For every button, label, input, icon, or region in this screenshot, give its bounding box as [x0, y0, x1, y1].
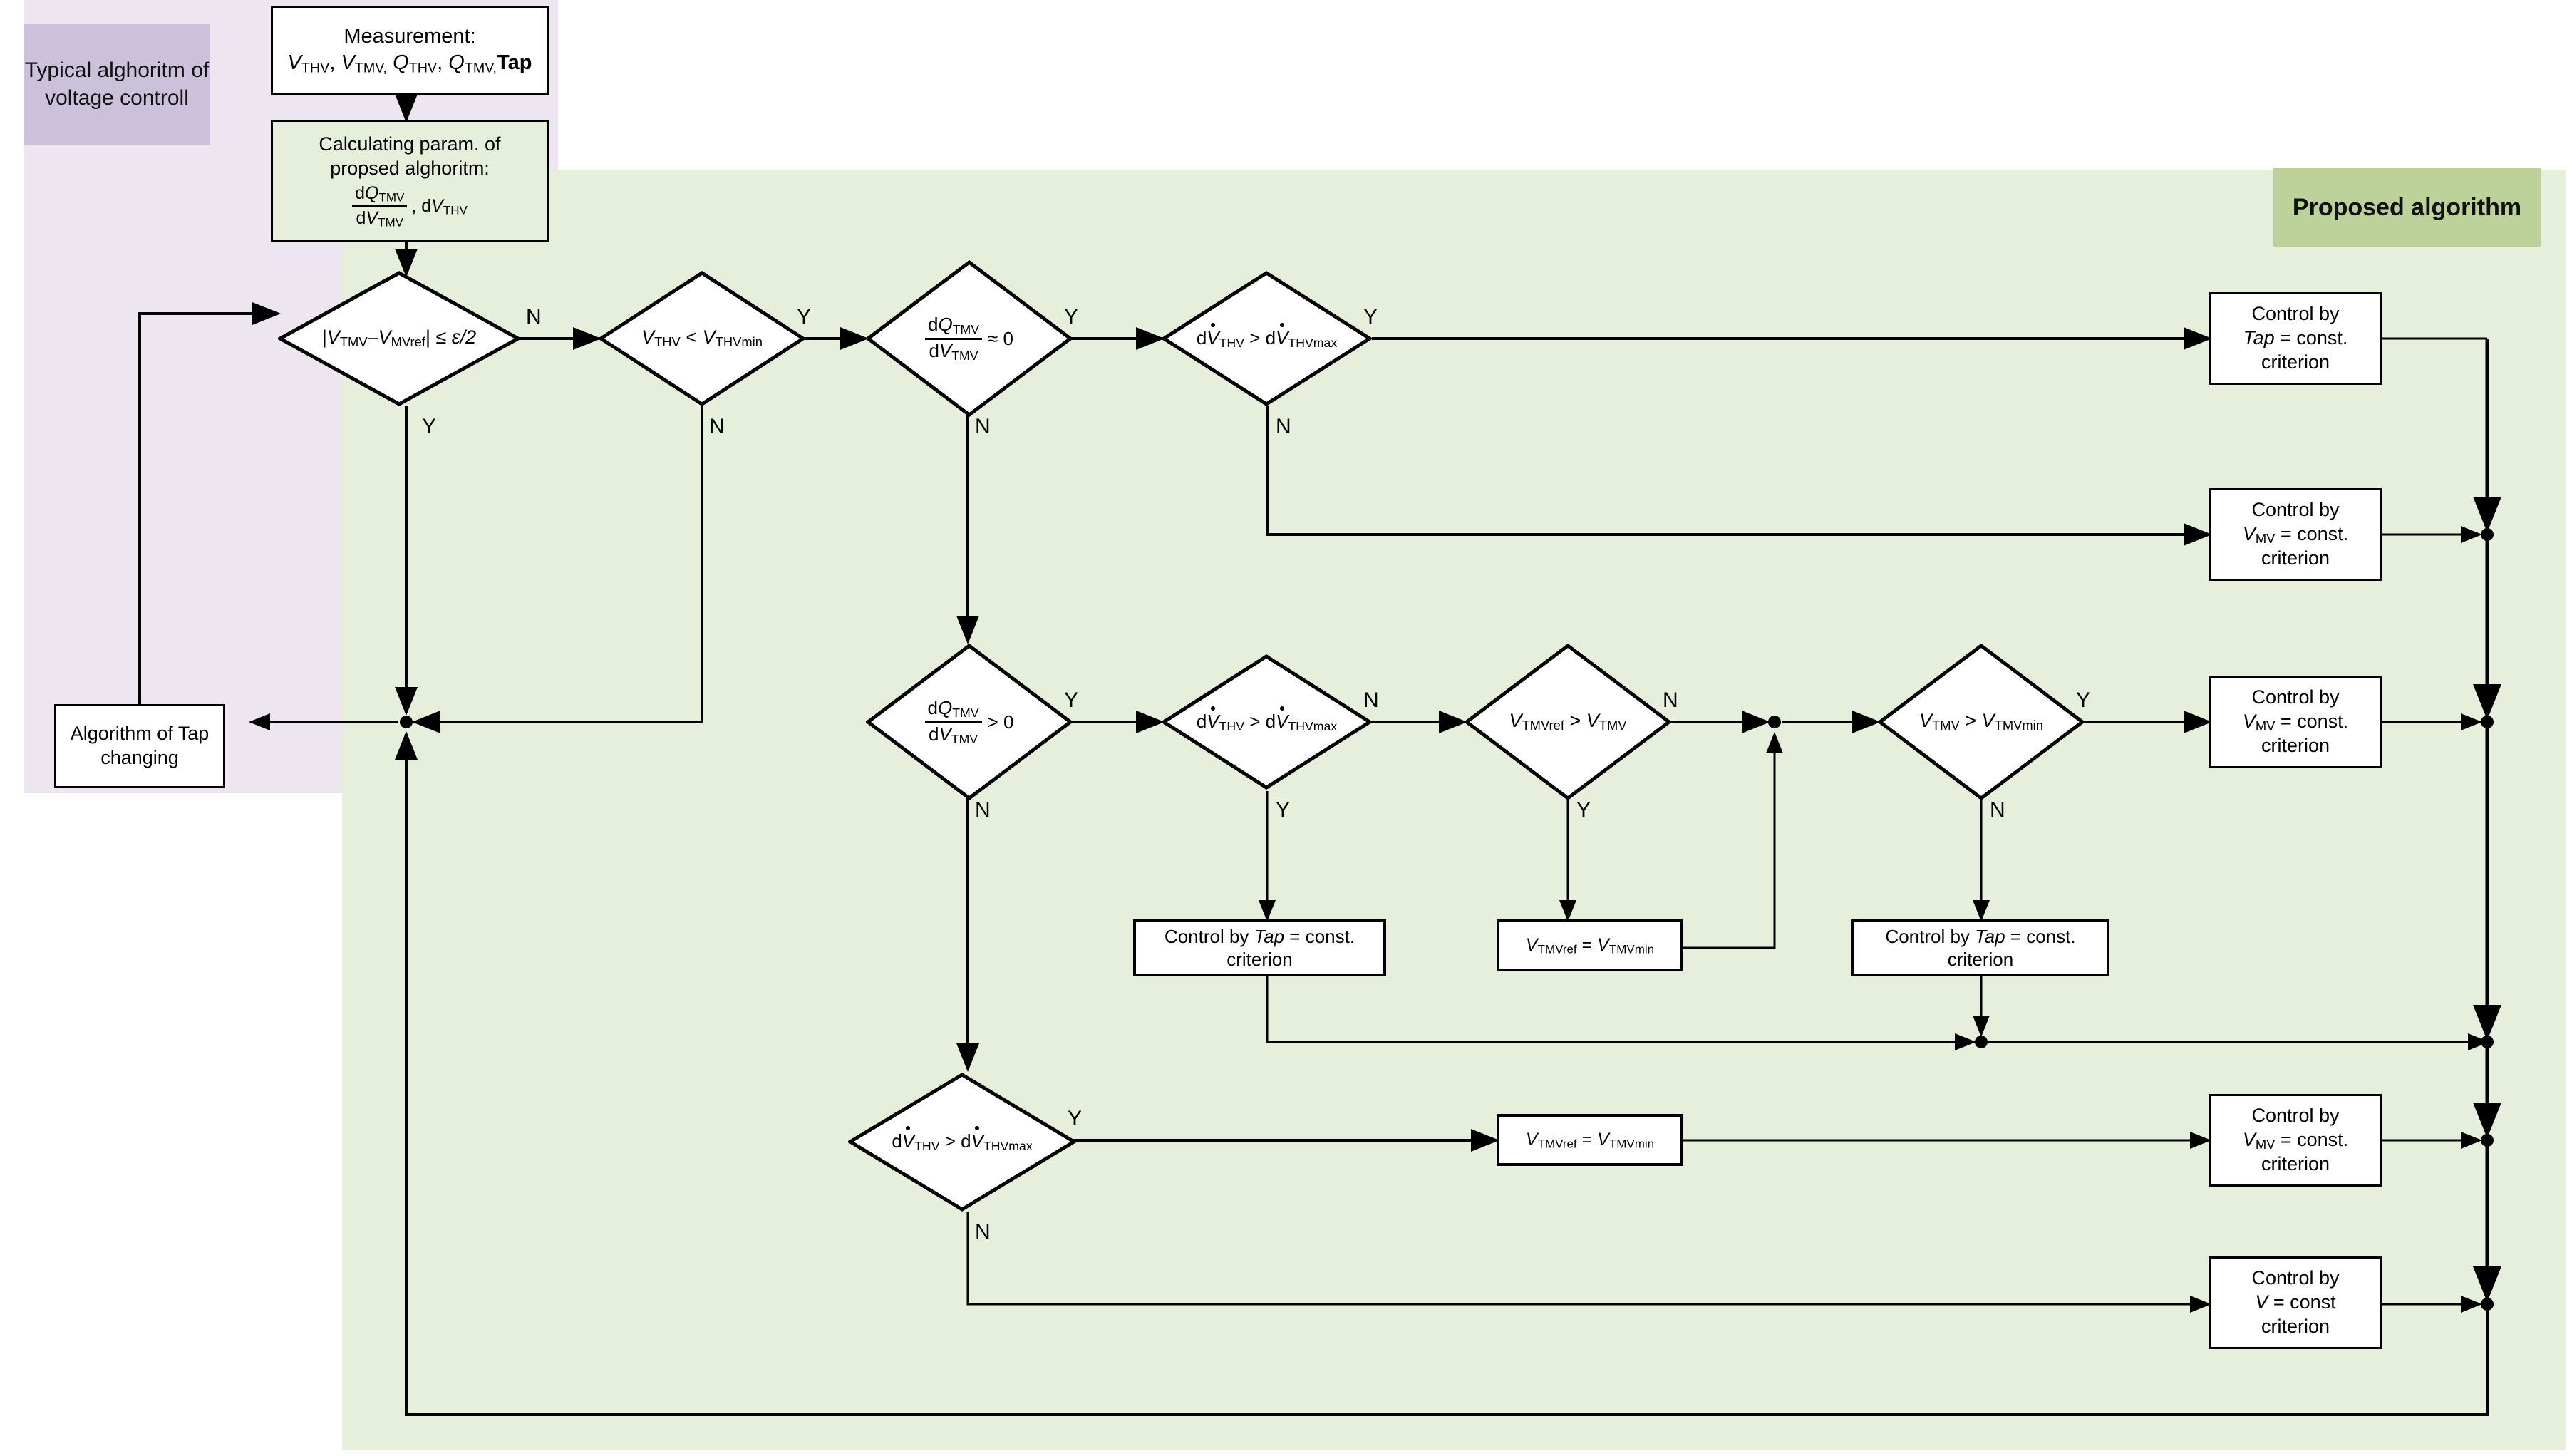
tapchange-line1: Algorithm of Tap [70, 723, 210, 745]
ctrl-vmv-3-line2: VMV = const. [2242, 1128, 2349, 1152]
ctrl-vmv-2-line3: criterion [2261, 735, 2330, 757]
decision-dvthv-gt-max-mid: dVTHV > dVTHVmax [1162, 654, 1372, 790]
junction-dot [400, 716, 413, 728]
tapchange-line2: changing [100, 747, 179, 768]
decision-dvthv-gt-max-top: dVTHV > dVTHVmax [1162, 271, 1372, 406]
ctrl-vmv-1-line2: VMV = const. [2242, 522, 2349, 546]
label-d2-no: N [709, 415, 725, 438]
proposed-algorithm-label: Proposed algorithm [2273, 168, 2541, 247]
node-assign-vtmvref-vtmvmin-1: VTMVref = VTMVmin [1497, 919, 1683, 971]
node-algorithm-of-tap-changing: Algorithm of Tap changing [54, 704, 225, 788]
label-d2-yes: Y [797, 305, 812, 329]
label-d1-no: N [526, 305, 542, 329]
ctrl-tap-1-line2: Tap = const. [2243, 327, 2348, 349]
label-d9-no: N [975, 1220, 991, 1244]
calculating-line1: Calculating param. of [319, 133, 501, 155]
measurement-line2: VTHV, VTMV, QTHV, QTMV,Tap [287, 51, 532, 76]
junction-dot [2481, 716, 2494, 728]
junction-dot [1768, 716, 1781, 728]
node-control-tap-const-mid-left: Control by Tap = const. criterion [1133, 919, 1386, 976]
ctrl-v-line3: criterion [2261, 1315, 2330, 1337]
assign-1-expr: VTMVref = VTMVmin [1525, 934, 1655, 956]
node-control-vmv-const-2: Control by VMV = const. criterion [2209, 676, 2382, 768]
typical-algorithm-label: Typical alghoritm of voltage controll [24, 24, 210, 145]
ctrl-vmv-2-line1: Control by [2251, 686, 2340, 708]
label-d9-yes: Y [1068, 1107, 1083, 1130]
node-control-tap-const-mid-right: Control by Tap = const. criterion [1851, 919, 2109, 976]
node-control-tap-const-1: Control by Tap = const. criterion [2209, 292, 2382, 385]
label-d4-no: N [1276, 415, 1291, 438]
ctrl-vmv-3-line1: Control by [2251, 1104, 2340, 1126]
label-d5-yes: Y [1064, 688, 1079, 712]
node-assign-vtmvref-vtmvmin-2: VTMVref = VTMVmin [1497, 1114, 1683, 1166]
decision-dvthv-gt-max-bottom: dVTHV > dVTHVmax [848, 1073, 1076, 1212]
label-d4-yes: Y [1363, 305, 1378, 329]
decision-vthv-lt-vthvmin: VTHV < VTHVmin [599, 271, 805, 406]
node-control-vmv-const-1: Control by VMV = const. criterion [2209, 488, 2382, 581]
label-d1-yes: Y [422, 415, 437, 438]
label-d7-no: N [1663, 688, 1678, 712]
ctrl-vmv-2-line2: VMV = const. [2242, 710, 2349, 733]
ctrl-tap-mid-left-line1: Control by Tap = const. [1164, 925, 1355, 947]
ctrl-tap-mid-right-line2: criterion [1947, 949, 2014, 970]
node-control-vmv-const-3: Control by VMV = const. criterion [2209, 1094, 2382, 1187]
label-d5-no: N [975, 798, 991, 822]
label-d3-no: N [975, 415, 991, 438]
ctrl-tap-1-line3: criterion [2261, 351, 2330, 373]
calculating-line2: propsed alghoritm: [330, 157, 490, 179]
ctrl-v-line1: Control by [2251, 1267, 2340, 1289]
label-d8-no: N [1990, 798, 2005, 822]
label-d6-no: N [1363, 688, 1379, 712]
label-d8-yes: Y [2076, 688, 2091, 712]
decision-vtmv-vmvref: |VTMV–VMVref| ≤ ε/2 [278, 271, 520, 406]
ctrl-tap-mid-left-line2: criterion [1226, 949, 1293, 970]
junction-dot [2481, 1036, 2494, 1048]
ctrl-vmv-3-line3: criterion [2261, 1153, 2330, 1175]
node-measurement: Measurement: VTHV, VTMV, QTHV, QTMV,Tap [271, 6, 549, 95]
decision-vtmv-gt-vtmvmin: VTMV > VTMVmin [1878, 644, 2085, 800]
ctrl-tap-mid-right-line1: Control by Tap = const. [1885, 925, 2076, 947]
ctrl-vmv-1-line3: criterion [2261, 547, 2330, 569]
ctrl-tap-1-line1: Control by [2251, 303, 2340, 325]
decision-vtmvref-gt-vtmv: VTMVref > VTMV [1465, 644, 1671, 800]
assign-2-expr: VTMVref = VTMVmin [1525, 1129, 1655, 1151]
measurement-line1: Measurement: [344, 25, 476, 48]
node-control-v-const: Control by V = const criterion [2209, 1256, 2382, 1349]
junction-dot [2481, 1134, 2494, 1147]
junction-dot [2481, 528, 2494, 541]
junction-dot [2481, 1298, 2494, 1311]
node-calculating-params: Calculating param. of propsed alghoritm:… [271, 120, 549, 242]
label-d6-yes: Y [1276, 798, 1291, 822]
label-d7-yes: Y [1576, 798, 1591, 822]
junction-dot [1975, 1036, 1988, 1048]
label-d3-yes: Y [1064, 305, 1079, 329]
ctrl-v-line2: V = const [2255, 1291, 2336, 1313]
ctrl-vmv-1-line1: Control by [2251, 498, 2340, 520]
